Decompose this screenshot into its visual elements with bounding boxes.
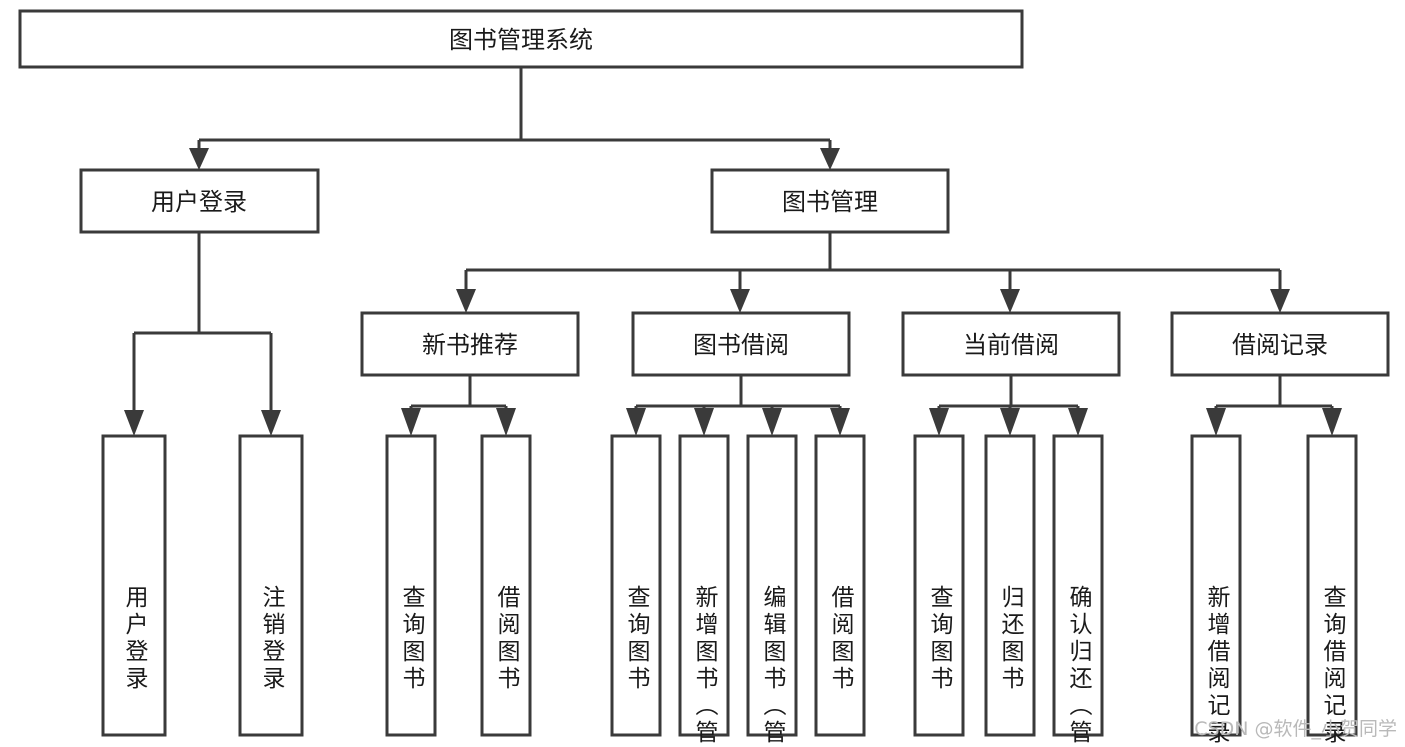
node-borrow-book-2-box[interactable] <box>814 434 866 737</box>
node-return-book-box[interactable] <box>984 434 1036 737</box>
node-user-login-do-label: 用户登录 <box>121 585 149 693</box>
arrow-head-to-borrow-book-2 <box>830 408 850 436</box>
node-query-book-1-box[interactable] <box>385 434 437 737</box>
node-current-borrow[interactable]: 当前借阅 <box>901 311 1121 377</box>
connector-group-book-borrow <box>626 375 850 436</box>
node-user-login-box[interactable] <box>79 168 320 234</box>
node-query-book-2-label: 查询图书 <box>623 585 651 693</box>
node-query-book-3-label: 查询图书 <box>926 585 954 693</box>
node-add-book-admin[interactable]: 新增图书（管理员） <box>678 434 730 747</box>
arrow-head-to-query-book-3 <box>929 408 949 436</box>
arrow-head-to-current-borrow <box>1000 289 1020 313</box>
arrow-head-to-query-book-2 <box>626 408 646 436</box>
arrow-head-to-borrow-record <box>1270 289 1290 313</box>
node-confirm-return-admin[interactable]: 确认归还（管理员） <box>1052 434 1104 747</box>
node-book-borrow[interactable]: 图书借阅 <box>631 311 851 377</box>
node-borrow-book-1-box[interactable] <box>480 434 532 737</box>
connector-book-borrow-stem <box>634 375 842 414</box>
node-query-book-1[interactable]: 查询图书 <box>385 434 437 737</box>
node-user-logout-box[interactable] <box>238 434 304 737</box>
node-query-book-3-box[interactable] <box>913 434 965 737</box>
node-borrow-record-label: 借阅记录 <box>1232 331 1328 359</box>
node-user-login-do[interactable]: 用户登录 <box>101 434 167 737</box>
connector-borrow-record-stem <box>1214 375 1334 414</box>
node-query-book-2-box[interactable] <box>610 434 662 737</box>
node-book-management-label: 图书管理 <box>782 188 878 216</box>
node-root[interactable]: 图书管理系统 <box>18 9 1024 69</box>
node-query-borrow-record[interactable]: 查询借阅记录 <box>1306 434 1358 747</box>
node-query-book-1-label: 查询图书 <box>398 585 426 693</box>
node-query-book-2[interactable]: 查询图书 <box>610 434 662 737</box>
node-borrow-record[interactable]: 借阅记录 <box>1170 311 1390 377</box>
node-current-borrow-box[interactable] <box>901 311 1121 377</box>
node-root-label: 图书管理系统 <box>449 26 593 54</box>
node-query-book-3[interactable]: 查询图书 <box>913 434 965 737</box>
node-current-borrow-label: 当前借阅 <box>963 331 1059 359</box>
node-query-borrow-record-label: 查询借阅记录 <box>1319 585 1347 747</box>
arrow-head-to-edit-book-admin <box>762 408 782 436</box>
arrow-head-to-borrow-book-1 <box>496 408 516 436</box>
node-new-book-recommend-box[interactable] <box>360 311 580 377</box>
node-user-login-label: 用户登录 <box>151 188 247 216</box>
node-query-borrow-record-box[interactable] <box>1306 434 1358 737</box>
node-return-book-label: 归还图书 <box>997 585 1025 693</box>
node-add-borrow-record[interactable]: 新增借阅记录 <box>1190 434 1242 747</box>
arrow-head-to-book-management <box>820 148 840 170</box>
arrow-head-to-user-login <box>189 148 209 170</box>
connector-book-management-stem <box>464 232 1282 291</box>
arrow-head-to-user-login-do <box>124 410 144 436</box>
connector-new-book-recommend-stem <box>409 375 508 414</box>
arrow-head-to-confirm-return-admin <box>1068 408 1088 436</box>
node-book-borrow-label: 图书借阅 <box>693 331 789 359</box>
node-edit-book-admin-label: 编辑图书（管理员） <box>759 585 787 747</box>
node-return-book[interactable]: 归还图书 <box>984 434 1036 737</box>
node-user-logout-label: 注销登录 <box>258 585 286 693</box>
connector-group-new-book-recommend <box>401 375 516 436</box>
connector-group-borrow-record <box>1206 375 1342 436</box>
node-new-book-recommend-label: 新书推荐 <box>422 331 518 359</box>
arrow-head-to-query-book-1 <box>401 408 421 436</box>
node-edit-book-admin-box[interactable] <box>746 434 798 737</box>
arrow-head-to-return-book <box>1000 408 1020 436</box>
node-add-book-admin-box[interactable] <box>678 434 730 737</box>
node-borrow-book-1-label: 借阅图书 <box>493 585 521 693</box>
node-user-login[interactable]: 用户登录 <box>79 168 320 234</box>
node-book-management[interactable]: 图书管理 <box>710 168 950 234</box>
arrow-head-to-add-book-admin <box>694 408 714 436</box>
node-edit-book-admin[interactable]: 编辑图书（管理员） <box>746 434 798 747</box>
node-confirm-return-admin-label: 确认归还（管理员） <box>1065 585 1093 747</box>
node-book-borrow-box[interactable] <box>631 311 851 377</box>
connector-group-root <box>189 67 840 170</box>
connector-group-current-borrow <box>929 375 1088 436</box>
node-borrow-book-2-label: 借阅图书 <box>827 585 855 693</box>
node-user-login-do-box[interactable] <box>101 434 167 737</box>
connector-group-user-login <box>124 232 281 436</box>
node-add-book-admin-label: 新增图书（管理员） <box>691 585 719 747</box>
node-add-borrow-record-box[interactable] <box>1190 434 1242 737</box>
node-new-book-recommend[interactable]: 新书推荐 <box>360 311 580 377</box>
connector-group-book-management <box>456 232 1290 313</box>
node-user-logout[interactable]: 注销登录 <box>238 434 304 737</box>
node-root-box[interactable] <box>18 9 1024 69</box>
node-book-management-box[interactable] <box>710 168 950 234</box>
node-borrow-book-2[interactable]: 借阅图书 <box>814 434 866 737</box>
node-borrow-book-1[interactable]: 借阅图书 <box>480 434 532 737</box>
arrow-head-to-new-book-recommend <box>456 289 476 313</box>
arrow-head-to-book-borrow <box>730 289 750 313</box>
node-add-borrow-record-label: 新增借阅记录 <box>1203 585 1231 747</box>
connector-root-stem <box>197 67 832 152</box>
arrow-head-to-user-logout <box>261 410 281 436</box>
connector-user-login-stem <box>132 232 273 414</box>
arrow-head-to-add-borrow-record <box>1206 408 1226 436</box>
node-confirm-return-admin-box[interactable] <box>1052 434 1104 737</box>
node-borrow-record-box[interactable] <box>1170 311 1390 377</box>
arrow-head-to-query-borrow-record <box>1322 408 1342 436</box>
